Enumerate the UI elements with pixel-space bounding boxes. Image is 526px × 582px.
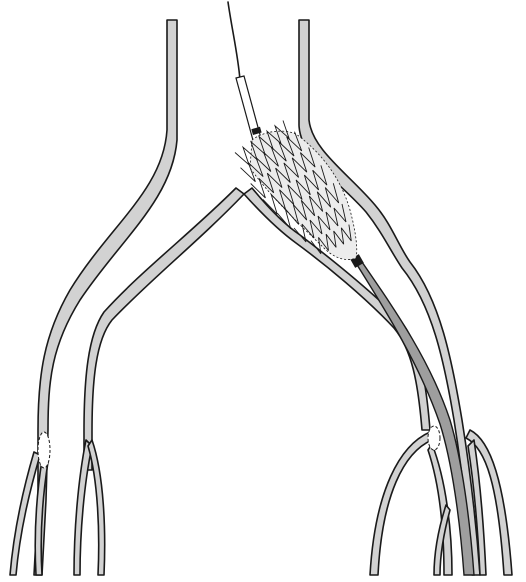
- left-vessel-branch: [10, 20, 244, 575]
- right-venous-valve: [428, 426, 440, 450]
- delivery-catheter-tip: [236, 76, 262, 144]
- guidewire: [228, 2, 262, 144]
- right-lower-branch-curve: [370, 432, 432, 575]
- left-venous-valve: [38, 432, 50, 468]
- left-vessel-inner-wall: [84, 188, 244, 470]
- left-lower-branch-a: [74, 440, 92, 575]
- left-lower-branch-mid: [35, 460, 48, 575]
- left-vessel-outer-wall: [34, 20, 177, 575]
